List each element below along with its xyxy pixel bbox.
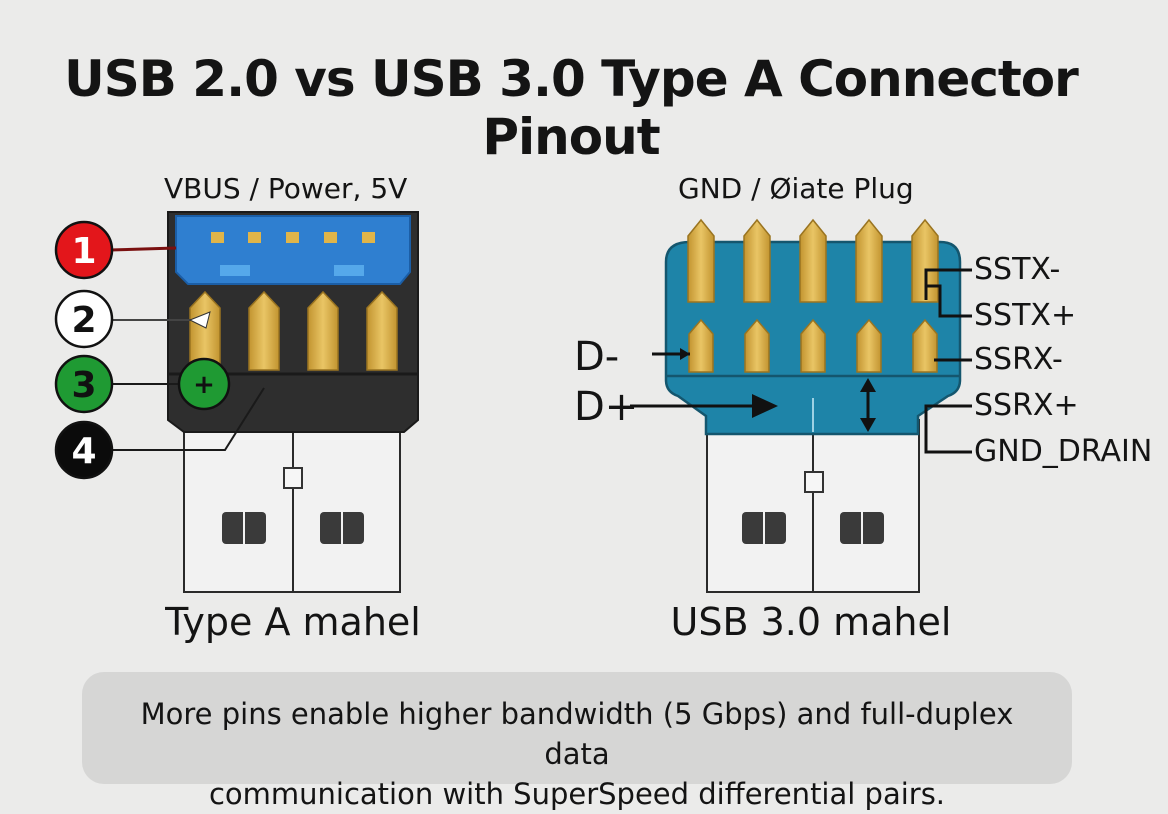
gnd-drain-label: GND_DRAIN — [974, 434, 1153, 469]
left-top-contacts — [211, 232, 375, 243]
right-leader-lines — [924, 268, 972, 454]
connector-diagram — [109, 211, 972, 593]
right-connector — [630, 218, 972, 593]
vertical-double-arrow — [860, 378, 876, 432]
note-box: More pins enable higher bandwidth (5 Gbp… — [82, 672, 1072, 811]
pin2-arrowhead — [188, 311, 211, 329]
ssrx-plus-label: SSRX+ — [974, 388, 1079, 423]
left-top-label: VBUS / Power, 5V — [164, 172, 408, 205]
left-gold-pins — [189, 290, 398, 371]
d-plus-label: D+ — [574, 384, 639, 430]
d-minus-label: D- — [574, 334, 620, 380]
left-connector — [109, 211, 419, 593]
left-blue-insert — [175, 215, 411, 285]
left-slot-right — [334, 265, 364, 276]
left-caption: Type A mahel — [165, 600, 421, 644]
sstx-minus-label: SSTX- — [974, 252, 1061, 287]
left-slot-left — [220, 265, 250, 276]
right-caption: USB 3.0 mahel — [670, 600, 952, 644]
right-left-arrows — [630, 348, 778, 418]
right-top-label: GND / Øiate Plug — [678, 172, 914, 205]
note-line-2: communication with SuperSpeed differenti… — [208, 777, 946, 811]
right-bottom-pins — [688, 318, 938, 373]
left-leader-lines — [109, 246, 265, 451]
right-plug-body — [706, 419, 920, 593]
right-top-pins — [687, 218, 939, 303]
left-plug-body — [183, 419, 401, 593]
ssrx-minus-label: SSRX- — [974, 342, 1063, 377]
note-line-1: More pins enable higher bandwidth (5 Gbp… — [140, 697, 1014, 771]
page-title: USB 2.0 vs USB 3.0 Type A Connector Pino… — [64, 50, 1079, 166]
sstx-plus-label: SSTX+ — [974, 298, 1077, 333]
